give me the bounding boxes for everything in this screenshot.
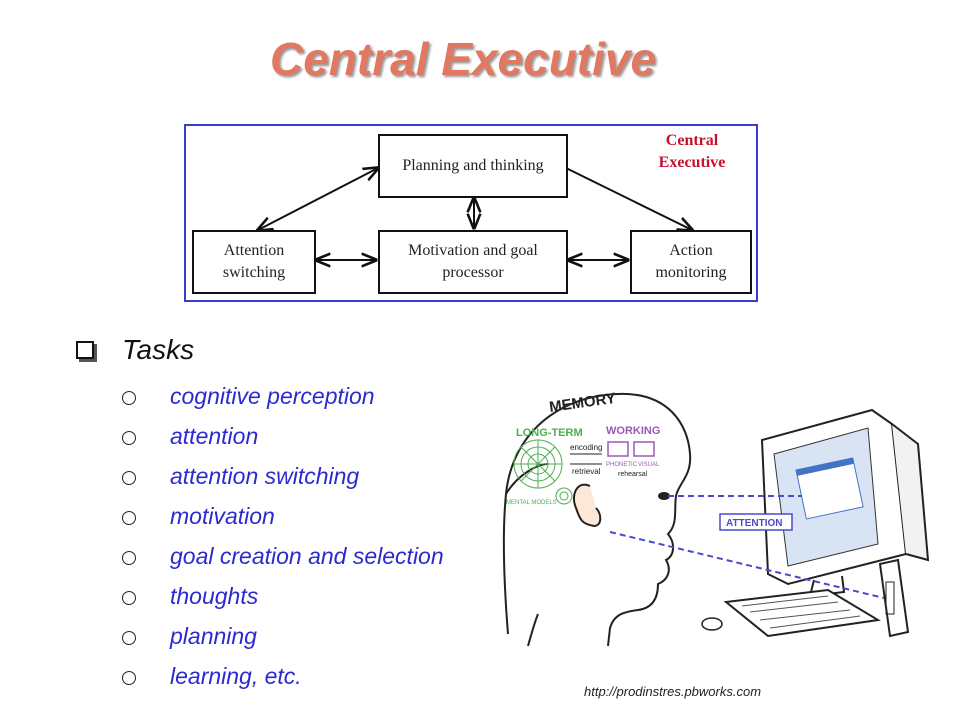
long-term-web-icon — [513, 439, 573, 505]
mouse-icon — [701, 617, 723, 631]
monitor-side — [891, 423, 930, 562]
action-monitoring-box: Action monitoring — [630, 230, 752, 294]
encoding-label: encoding — [570, 443, 602, 452]
attention-switching-label: Attention switching — [222, 242, 286, 281]
memory-label: MEMORY — [548, 390, 617, 416]
mental-models-label: MENTAL MODELS — [506, 500, 557, 506]
task-text: cognitive perception — [170, 382, 375, 409]
planning-label: Planning and thinking — [402, 157, 544, 174]
task-text: thoughts — [170, 582, 259, 609]
task-list: cognitive perception attention attention… — [122, 376, 444, 696]
phonetic-folder-icon — [607, 441, 629, 457]
list-item: planning — [122, 616, 444, 656]
visual-folder-icon — [633, 441, 655, 457]
ear-icon — [572, 483, 602, 528]
attention-line-lower — [609, 531, 885, 599]
task-text: goal creation and selection — [170, 542, 444, 569]
task-text: attention — [170, 422, 259, 449]
rehearsal-label: rehearsal — [618, 471, 648, 478]
action-monitoring-label: Action monitoring — [655, 242, 727, 281]
hair-line — [505, 463, 549, 495]
task-text: planning — [170, 622, 257, 649]
list-item: cognitive perception — [122, 376, 444, 416]
list-item: attention — [122, 416, 444, 456]
attention-label: ATTENTION — [726, 518, 782, 529]
long-term-label: LONG-TERM — [516, 427, 583, 439]
head-outline — [502, 392, 692, 647]
circle-bullet-icon — [122, 471, 136, 485]
circle-bullet-icon — [122, 511, 136, 525]
list-item: motivation — [122, 496, 444, 536]
motivation-box: Motivation and goal processor — [378, 230, 568, 294]
central-executive-diagram: Central Executive Planning and thinking … — [184, 124, 758, 302]
working-label: WORKING — [606, 425, 660, 437]
list-item: attention switching — [122, 456, 444, 496]
task-text: motivation — [170, 502, 275, 529]
circle-bullet-icon — [122, 671, 136, 685]
screen-window — [795, 457, 864, 520]
memory-attention-illustration: MEMORY LONG-TERM MENTAL MODELS encoding … — [502, 390, 930, 647]
retrieval-label: retrieval — [572, 467, 601, 476]
phonetic-label: PHONETIC — [606, 462, 638, 468]
attention-switching-box: Attention switching — [192, 230, 316, 294]
circle-bullet-icon — [122, 631, 136, 645]
list-item: goal creation and selection — [122, 536, 444, 576]
arrow-planning-to-action — [565, 167, 692, 230]
planning-box: Planning and thinking — [378, 134, 568, 198]
central-executive-label: Central Executive — [658, 132, 726, 171]
circle-bullet-icon — [122, 391, 136, 405]
circle-bullet-icon — [122, 591, 136, 605]
tasks-heading: Tasks — [76, 334, 194, 366]
checkbox-bullet-icon — [76, 341, 94, 359]
visual-label: VISUAL — [638, 462, 660, 468]
speaker-panel — [885, 581, 895, 615]
list-item: thoughts — [122, 576, 444, 616]
source-link[interactable]: http://prodinstres.pbworks.com — [584, 684, 762, 699]
keyboard-icon — [723, 588, 881, 638]
arrow-planning-to-attention — [258, 168, 378, 230]
screen-window-bar — [796, 457, 854, 476]
neck-line — [527, 613, 539, 647]
tasks-title: Tasks — [122, 334, 195, 365]
task-text: learning, etc. — [170, 662, 302, 689]
eye-icon — [658, 492, 670, 500]
page-title: Central Executive — [270, 33, 657, 85]
diagram-arrows — [186, 126, 756, 300]
motivation-label: Motivation and goal processor — [408, 242, 538, 281]
attention-tag — [719, 513, 793, 531]
circle-bullet-icon — [122, 431, 136, 445]
keyboard-keys — [741, 595, 861, 629]
task-text: attention switching — [170, 462, 360, 489]
circle-bullet-icon — [122, 551, 136, 565]
list-item: learning, etc. — [122, 656, 444, 696]
